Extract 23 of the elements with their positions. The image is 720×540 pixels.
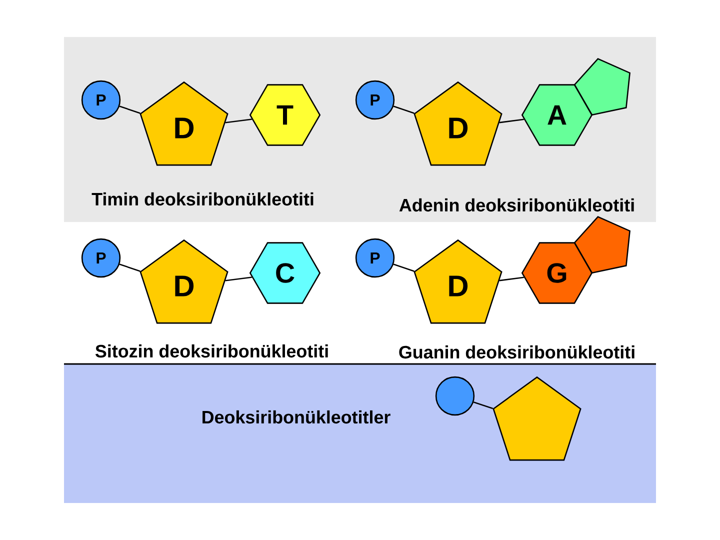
caption: Timin deoksiribonükleotiti xyxy=(92,192,314,206)
connector-line xyxy=(393,106,414,114)
circle-node: P xyxy=(355,238,395,278)
caption: Adenin deoksiribonükleotiti xyxy=(399,198,634,212)
connector-line xyxy=(393,264,414,272)
connector-line xyxy=(499,118,524,124)
connector-line xyxy=(225,276,252,282)
circle-node: P xyxy=(355,80,395,120)
hexagon-node: A xyxy=(521,84,593,146)
caption: Deoksiribonükleotitler xyxy=(202,410,390,424)
circle-node xyxy=(435,376,475,416)
caption: Guanin deoksiribonükleotiti xyxy=(399,345,634,359)
connector-line xyxy=(499,276,524,282)
connector-line xyxy=(473,402,494,410)
hexagon-node: T xyxy=(249,84,321,146)
hexagon-node: C xyxy=(249,242,321,304)
connector-line xyxy=(119,264,140,272)
caption: Sitozin deoksiribonükleotiti xyxy=(95,344,328,358)
circle-node: P xyxy=(81,80,121,120)
connector-line xyxy=(119,106,140,114)
circle-node: P xyxy=(81,238,121,278)
hexagon-node: G xyxy=(521,242,593,304)
connector-line xyxy=(225,118,252,124)
